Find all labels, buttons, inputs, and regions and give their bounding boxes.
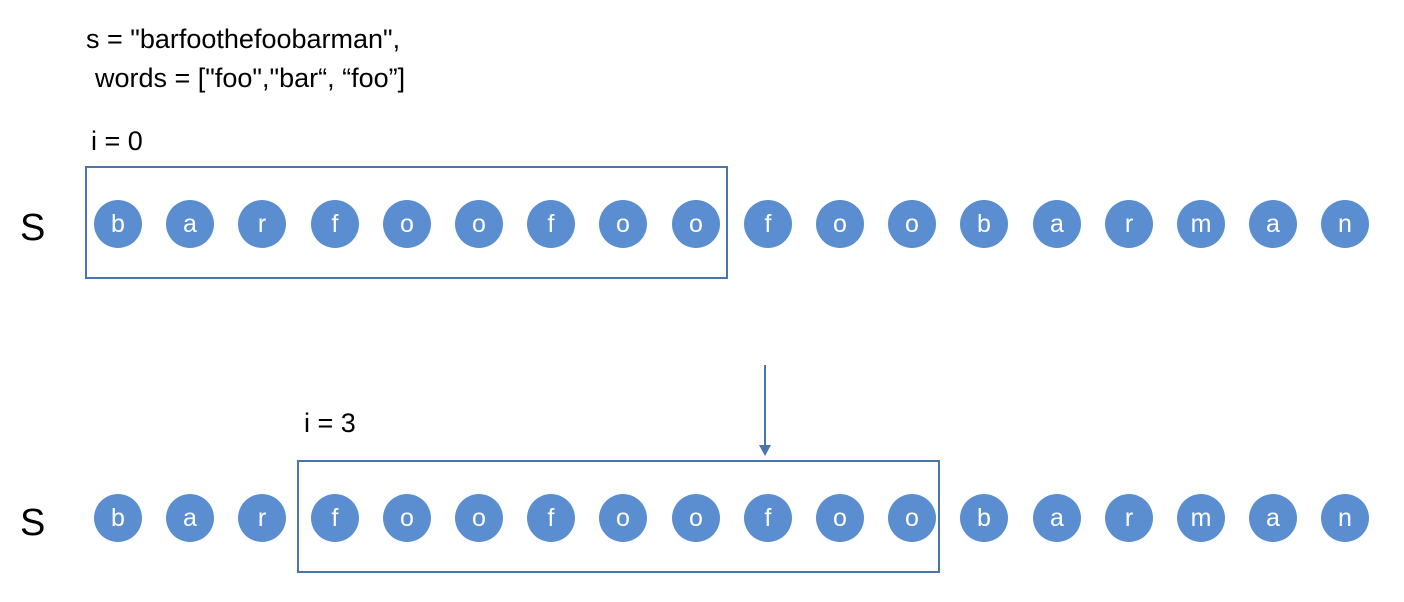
char-circle: o (599, 200, 647, 248)
char-circle: f (311, 200, 359, 248)
row-label-1: S (20, 207, 46, 249)
char-circle: r (238, 200, 286, 248)
char-circle: o (455, 494, 503, 542)
char-circle: o (383, 200, 431, 248)
char-circle: m (1177, 200, 1225, 248)
down-arrow-icon (759, 365, 771, 456)
char-circle: b (94, 200, 142, 248)
char-circle: f (744, 494, 792, 542)
char-circle: a (1249, 494, 1297, 542)
char-circle: o (888, 494, 936, 542)
char-circle: f (744, 200, 792, 248)
char-circle: n (1321, 200, 1369, 248)
char-circle: o (816, 200, 864, 248)
char-circle: r (1105, 200, 1153, 248)
char-circle: o (455, 200, 503, 248)
char-circle: a (1033, 494, 1081, 542)
char-circle: o (672, 494, 720, 542)
char-circle: o (672, 200, 720, 248)
row-label-2: S (20, 502, 46, 544)
char-circle: o (816, 494, 864, 542)
char-circle: f (311, 494, 359, 542)
char-circle: b (960, 494, 1008, 542)
char-circle: o (383, 494, 431, 542)
char-circle: a (1033, 200, 1081, 248)
char-circle: r (1105, 494, 1153, 542)
sliding-window-row-2 (297, 460, 940, 573)
char-circle: a (166, 494, 214, 542)
char-circle: b (94, 494, 142, 542)
char-circle: n (1321, 494, 1369, 542)
index-label-row-1: i = 0 (91, 126, 143, 156)
char-circle: r (238, 494, 286, 542)
char-circle: f (527, 200, 575, 248)
char-circle: o (888, 200, 936, 248)
char-circle: a (1249, 200, 1297, 248)
char-circle: a (166, 200, 214, 248)
char-circle: o (599, 494, 647, 542)
index-label-row-2: i = 3 (304, 408, 356, 438)
words-definition: words = ["foo","bar“, “foo”] (95, 63, 406, 93)
char-circle: m (1177, 494, 1225, 542)
char-circle: b (960, 200, 1008, 248)
string-definition: s = "barfoothefoobarman", (86, 24, 401, 54)
char-circle: f (527, 494, 575, 542)
sliding-window-row-1 (85, 166, 728, 279)
